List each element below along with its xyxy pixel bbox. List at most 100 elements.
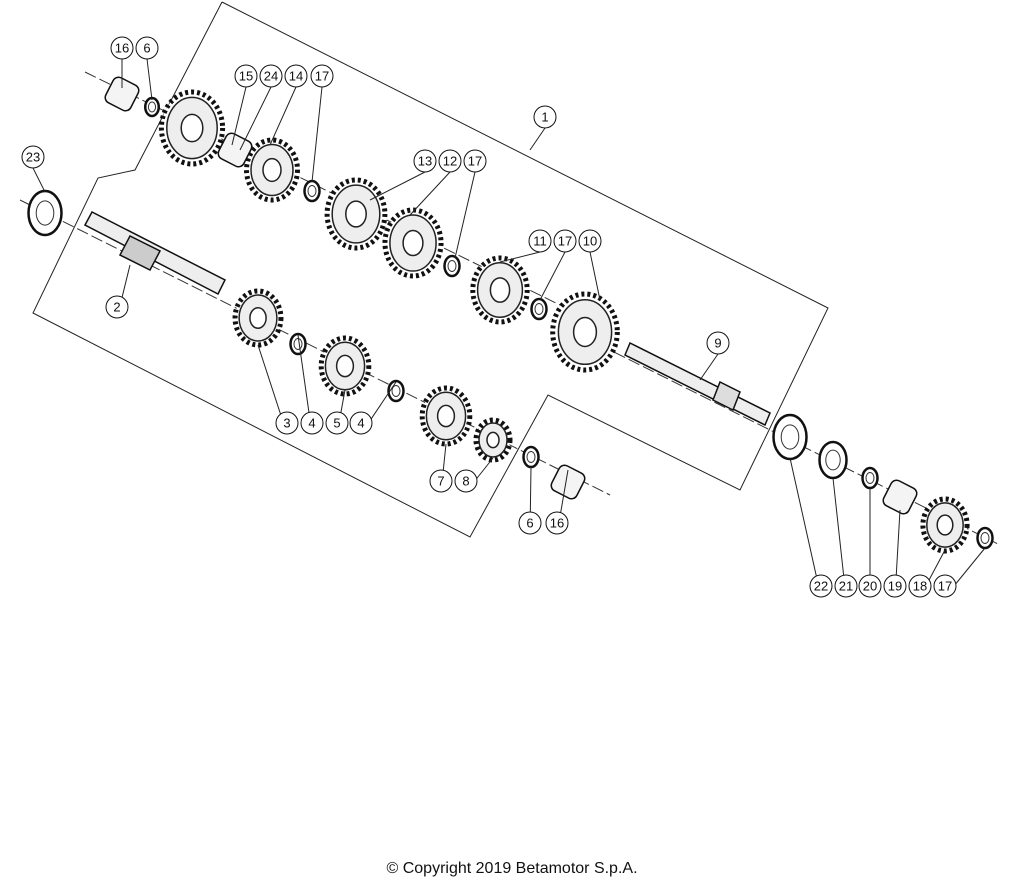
bearing-part (772, 413, 808, 461)
callout-number: 17 (468, 154, 482, 169)
callout-3: 3 (275, 411, 299, 435)
gear-part (158, 89, 226, 167)
callout-number: 7 (437, 474, 444, 489)
callout-number: 10 (583, 234, 597, 249)
callout-11: 11 (528, 229, 552, 253)
callout-8: 8 (454, 469, 478, 493)
callout-10: 10 (578, 229, 602, 253)
callout-number: 3 (283, 416, 290, 431)
gear-part (324, 177, 388, 251)
callout-6: 6 (135, 36, 159, 60)
leader-line (311, 86, 323, 183)
leader-line (239, 86, 272, 151)
callout-number: 4 (308, 416, 315, 431)
leader-line (454, 171, 476, 259)
callout-number: 23 (26, 150, 40, 165)
bushing-part (550, 464, 586, 500)
leader-line (231, 86, 247, 146)
callout-number: 18 (913, 579, 927, 594)
callout-7: 7 (429, 469, 453, 493)
parts-layer (27, 76, 994, 554)
gear-part (232, 288, 284, 348)
gear-part (244, 137, 300, 203)
leader-line (529, 127, 546, 151)
callout-20: 20 (858, 574, 882, 598)
copyright-text: © Copyright 2019 Betamotor S.p.A. (386, 860, 638, 877)
callout-number: 17 (938, 579, 952, 594)
circlip-part (303, 179, 321, 203)
assembly-outline-1 (32, 1, 829, 538)
leader-line (269, 86, 297, 146)
callout-number: 20 (863, 579, 877, 594)
gear-part (473, 417, 513, 463)
callout-22: 22 (809, 574, 833, 598)
callout-number: 5 (333, 416, 340, 431)
leader-line (369, 171, 426, 201)
callout-15: 15 (234, 64, 258, 88)
callout-number: 24 (264, 69, 278, 84)
callout-number: 2 (113, 300, 120, 315)
callout-number: 14 (289, 69, 303, 84)
callout-24: 24 (259, 64, 283, 88)
gear-part (550, 291, 620, 373)
leader-line (699, 353, 719, 381)
sprocket-part (920, 496, 970, 554)
leader-line (32, 167, 46, 193)
callout-17: 17 (310, 64, 334, 88)
bushing-part (104, 76, 140, 112)
callout-21: 21 (834, 574, 858, 598)
circlip-part (530, 297, 548, 321)
callout-17: 17 (553, 229, 577, 253)
callout-number: 11 (533, 234, 547, 249)
callout-5: 5 (325, 411, 349, 435)
callout-number: 17 (558, 234, 572, 249)
callout-number: 17 (315, 69, 329, 84)
gear-part (318, 335, 372, 397)
gear-part (470, 255, 530, 325)
callout-number: 9 (714, 336, 721, 351)
callout-number: 1 (541, 110, 548, 125)
primary-shaft (83, 210, 227, 296)
callout-number: 4 (357, 416, 364, 431)
callout-14: 14 (284, 64, 308, 88)
callout-6: 6 (518, 511, 542, 535)
callout-4: 4 (349, 411, 373, 435)
seal-part (818, 440, 848, 480)
leader-line (409, 171, 451, 216)
secondary-shaft (624, 341, 771, 427)
callout-19: 19 (883, 574, 907, 598)
callout-number: 22 (814, 579, 828, 594)
leader-line (589, 251, 601, 301)
leader-line (499, 251, 541, 263)
callout-4: 4 (300, 411, 324, 435)
callout-number: 13 (418, 154, 432, 169)
washer-part (522, 445, 540, 469)
washer-part (144, 96, 160, 118)
washer-part (387, 379, 405, 403)
callout-number: 21 (839, 579, 853, 594)
gear-part (419, 385, 473, 447)
leader-line (539, 251, 566, 301)
callout-2: 2 (105, 295, 129, 319)
callout-23: 23 (21, 145, 45, 169)
callout-17: 17 (463, 149, 487, 173)
callout-number: 6 (526, 516, 533, 531)
callout-12: 12 (438, 149, 462, 173)
gear-part (382, 207, 444, 279)
callout-16: 16 (545, 511, 569, 535)
callout-13: 13 (413, 149, 437, 173)
bushing-part (217, 132, 253, 168)
bearing-part (27, 189, 63, 237)
circlip-part (861, 466, 879, 490)
callout-9: 9 (706, 331, 730, 355)
callout-number: 15 (239, 69, 253, 84)
callout-number: 6 (143, 41, 150, 56)
callout-17: 17 (933, 574, 957, 598)
circlip-part (443, 254, 461, 278)
callout-number: 16 (550, 516, 564, 531)
washer-part (976, 526, 994, 550)
callout-18: 18 (908, 574, 932, 598)
callout-number: 12 (443, 154, 457, 169)
